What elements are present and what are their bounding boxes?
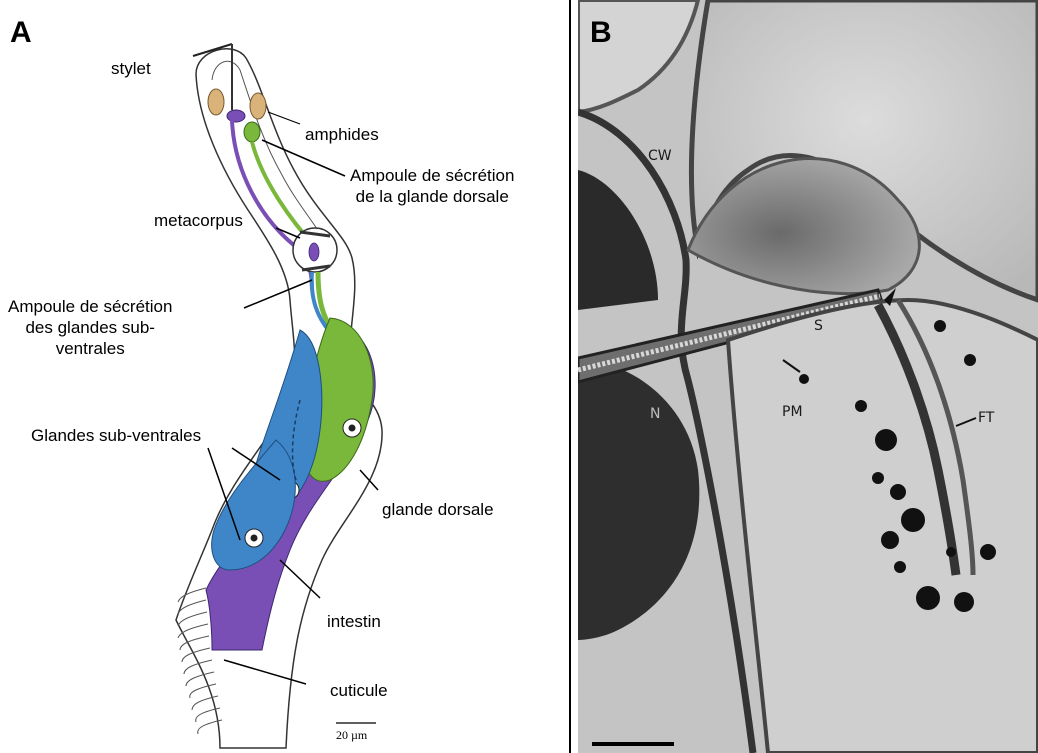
- micrograph-label-s: S: [814, 318, 823, 334]
- micrograph-scale-bar: [592, 742, 674, 746]
- amphid-right: [250, 93, 266, 119]
- label-dorsal-ampulla: Ampoule de sécrétion de la glande dorsal…: [350, 165, 514, 207]
- label-metacorpus: metacorpus: [154, 210, 243, 231]
- panel-letter-a: A: [10, 18, 32, 48]
- label-stylet: stylet: [111, 58, 151, 79]
- micrograph-label-ft: FT: [978, 410, 995, 426]
- label-amphides: amphides: [305, 124, 379, 145]
- panel-b-micrograph: CW S PM FT N: [578, 0, 1038, 753]
- micrograph-label-pm: PM: [782, 404, 803, 420]
- scale-bar-label: 20 µm: [336, 728, 367, 743]
- label-subventral-ampulla: Ampoule de sécrétion des glandes sub- ve…: [8, 296, 172, 359]
- panel-a-diagram: stylet amphides Ampoule de sécrétion de …: [0, 0, 571, 753]
- nematode-diagram: [0, 0, 571, 753]
- label-intestine: intestin: [327, 611, 381, 632]
- micrograph-label-n: N: [650, 406, 660, 422]
- micrograph-image: CW S PM FT N: [578, 0, 1038, 753]
- label-subventral-glands: Glandes sub-ventrales: [31, 425, 201, 446]
- label-cuticle: cuticule: [330, 680, 388, 701]
- label-dorsal-gland: glande dorsale: [382, 499, 494, 520]
- panel-letter-b: B: [590, 18, 612, 48]
- amphid-left: [208, 89, 224, 115]
- dorsal-ampulla: [244, 122, 260, 142]
- micrograph-label-cw: CW: [648, 148, 672, 164]
